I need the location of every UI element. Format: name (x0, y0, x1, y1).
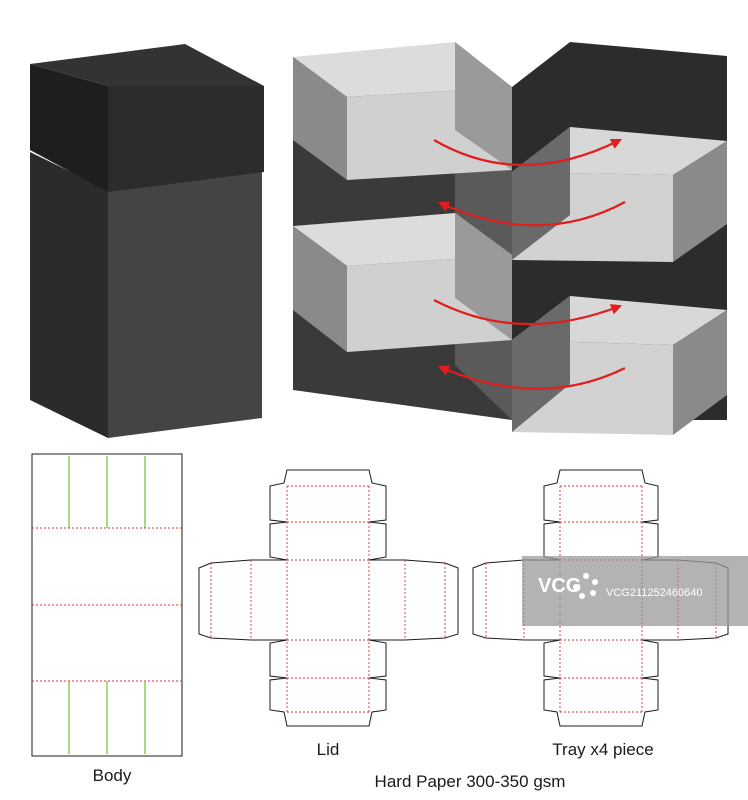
label-body: Body (92, 766, 132, 785)
vcg-star-icon (573, 573, 598, 599)
watermark: VCG VCG211252460640 (522, 556, 748, 626)
rotation-arrow-icon (433, 139, 626, 390)
label-tray: Tray x4 piece (552, 740, 654, 759)
closed-box-icon (30, 44, 264, 438)
label-material: Hard Paper 300-350 gsm (374, 772, 566, 791)
label-lid: Lid (316, 740, 340, 759)
body-dieline (31, 453, 183, 757)
watermark-logo: VCG (538, 575, 581, 597)
lid-dieline (198, 469, 459, 727)
open-trays-illustration (293, 42, 727, 435)
watermark-id: VCG211252460640 (606, 587, 702, 599)
